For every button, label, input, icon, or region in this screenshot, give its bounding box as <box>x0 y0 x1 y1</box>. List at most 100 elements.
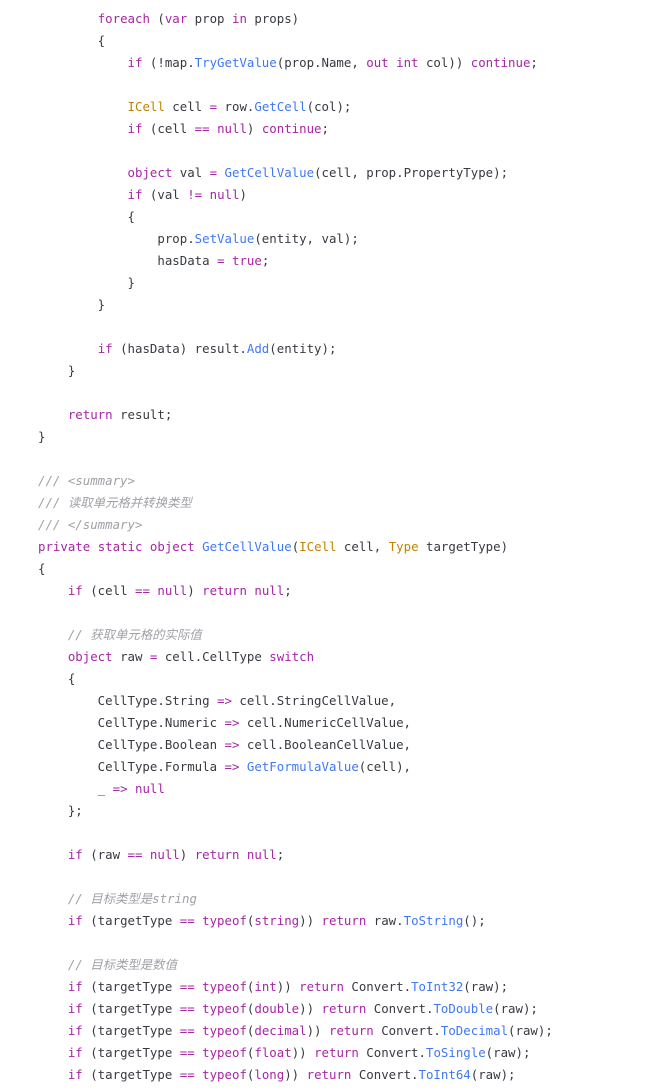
code-token <box>38 11 98 26</box>
code-line: // 获取单元格的实际值 <box>38 624 668 646</box>
code-line: if (cell == null) return null; <box>38 580 668 602</box>
code-token: => <box>224 715 240 730</box>
code-token <box>38 957 68 972</box>
code-token <box>38 583 68 598</box>
code-token: == <box>127 847 143 862</box>
code-token: float <box>254 1045 292 1060</box>
code-token: null <box>157 583 188 598</box>
code-token: Add <box>246 341 270 356</box>
code-token: if <box>67 1001 83 1016</box>
code-token: (val <box>142 187 188 202</box>
code-token: (targetType <box>82 979 180 994</box>
code-token: // 目标类型是数值 <box>67 957 177 972</box>
code-token: in <box>231 11 247 26</box>
code-token <box>90 539 97 554</box>
code-token: raw <box>112 649 150 664</box>
code-token: typeof <box>202 1045 247 1060</box>
code-token: ( <box>149 11 165 26</box>
code-token: CellType.Boolean <box>38 737 225 752</box>
code-token: } <box>38 429 46 444</box>
code-token: switch <box>269 649 315 664</box>
code-line: CellType.Formula => GetFormulaValue(cell… <box>38 756 668 778</box>
code-token: Convert. <box>366 1001 434 1016</box>
code-token: (); <box>463 913 486 928</box>
code-token: )) <box>299 1001 322 1016</box>
code-token <box>38 847 68 862</box>
code-line: } <box>38 426 668 448</box>
code-token: } <box>38 297 106 312</box>
code-token <box>38 891 68 906</box>
code-token: typeof <box>202 1067 247 1082</box>
code-token: null <box>135 781 165 796</box>
code-token: if <box>67 1023 83 1038</box>
code-token <box>38 979 68 994</box>
code-token <box>142 847 149 862</box>
code-token: TryGetValue <box>194 55 277 70</box>
code-token: { <box>38 33 106 48</box>
code-token <box>38 187 128 202</box>
code-token <box>38 1023 68 1038</box>
code-token: decimal <box>254 1023 307 1038</box>
code-token: if <box>67 1067 83 1082</box>
code-token: return <box>328 1023 374 1038</box>
code-token: prop. <box>38 231 195 246</box>
code-token: // 目标类型是string <box>67 891 197 906</box>
code-line: _ => null <box>38 778 668 800</box>
code-line <box>38 602 668 624</box>
code-line: /// </summary> <box>38 514 668 536</box>
code-token <box>239 759 246 774</box>
code-token <box>38 55 128 70</box>
code-token: )) <box>299 913 322 928</box>
code-token: ToDouble <box>433 1001 494 1016</box>
code-token: GetCellValue <box>202 539 292 554</box>
code-line <box>38 932 668 954</box>
code-line <box>38 866 668 888</box>
code-token: cell.StringCellValue, <box>231 693 397 708</box>
code-token: == <box>179 979 195 994</box>
code-token: raw. <box>366 913 404 928</box>
code-token <box>38 99 128 114</box>
code-token: } <box>38 363 76 378</box>
code-line: if (val != null) <box>38 184 668 206</box>
code-token <box>225 253 232 268</box>
code-token: // 获取单元格的实际值 <box>67 627 202 642</box>
code-token: int <box>254 979 277 994</box>
code-token: (raw); <box>485 1045 531 1060</box>
code-line: if (targetType == typeof(long)) return C… <box>38 1064 668 1086</box>
code-token: { <box>38 561 46 576</box>
code-token: GetFormulaValue <box>246 759 359 774</box>
code-token: object <box>149 539 195 554</box>
code-line: if (cell == null) continue; <box>38 118 668 140</box>
code-line: { <box>38 206 668 228</box>
code-token: ( <box>246 1045 255 1060</box>
code-line: prop.SetValue(entity, val); <box>38 228 668 250</box>
code-token <box>38 1067 68 1082</box>
code-token: (!map. <box>142 55 195 70</box>
code-line: CellType.Boolean => cell.BooleanCellValu… <box>38 734 668 756</box>
code-line: object raw = cell.CellType switch <box>38 646 668 668</box>
code-line <box>38 822 668 844</box>
code-token: props) <box>246 11 300 26</box>
code-token: GetCell <box>254 99 307 114</box>
code-token: continue <box>261 121 322 136</box>
code-token: hasData <box>38 253 218 268</box>
code-token: ToString <box>403 913 464 928</box>
code-token: double <box>254 1001 300 1016</box>
code-token: CellType.Formula <box>38 759 225 774</box>
code-token <box>38 1001 68 1016</box>
code-token: }; <box>38 803 83 818</box>
code-token: == <box>179 1023 195 1038</box>
code-line: ICell cell = row.GetCell(col); <box>38 96 668 118</box>
code-line: } <box>38 272 668 294</box>
code-token: )) <box>284 1067 307 1082</box>
code-token: = <box>209 99 218 114</box>
code-token: return <box>202 583 247 598</box>
code-token: { <box>38 209 135 224</box>
code-line: { <box>38 558 668 580</box>
code-token: (hasData) result. <box>112 341 247 356</box>
code-token: (targetType <box>82 1067 180 1082</box>
code-token <box>142 539 149 554</box>
code-token: (targetType <box>82 1023 180 1038</box>
code-token: Convert. <box>343 979 412 994</box>
